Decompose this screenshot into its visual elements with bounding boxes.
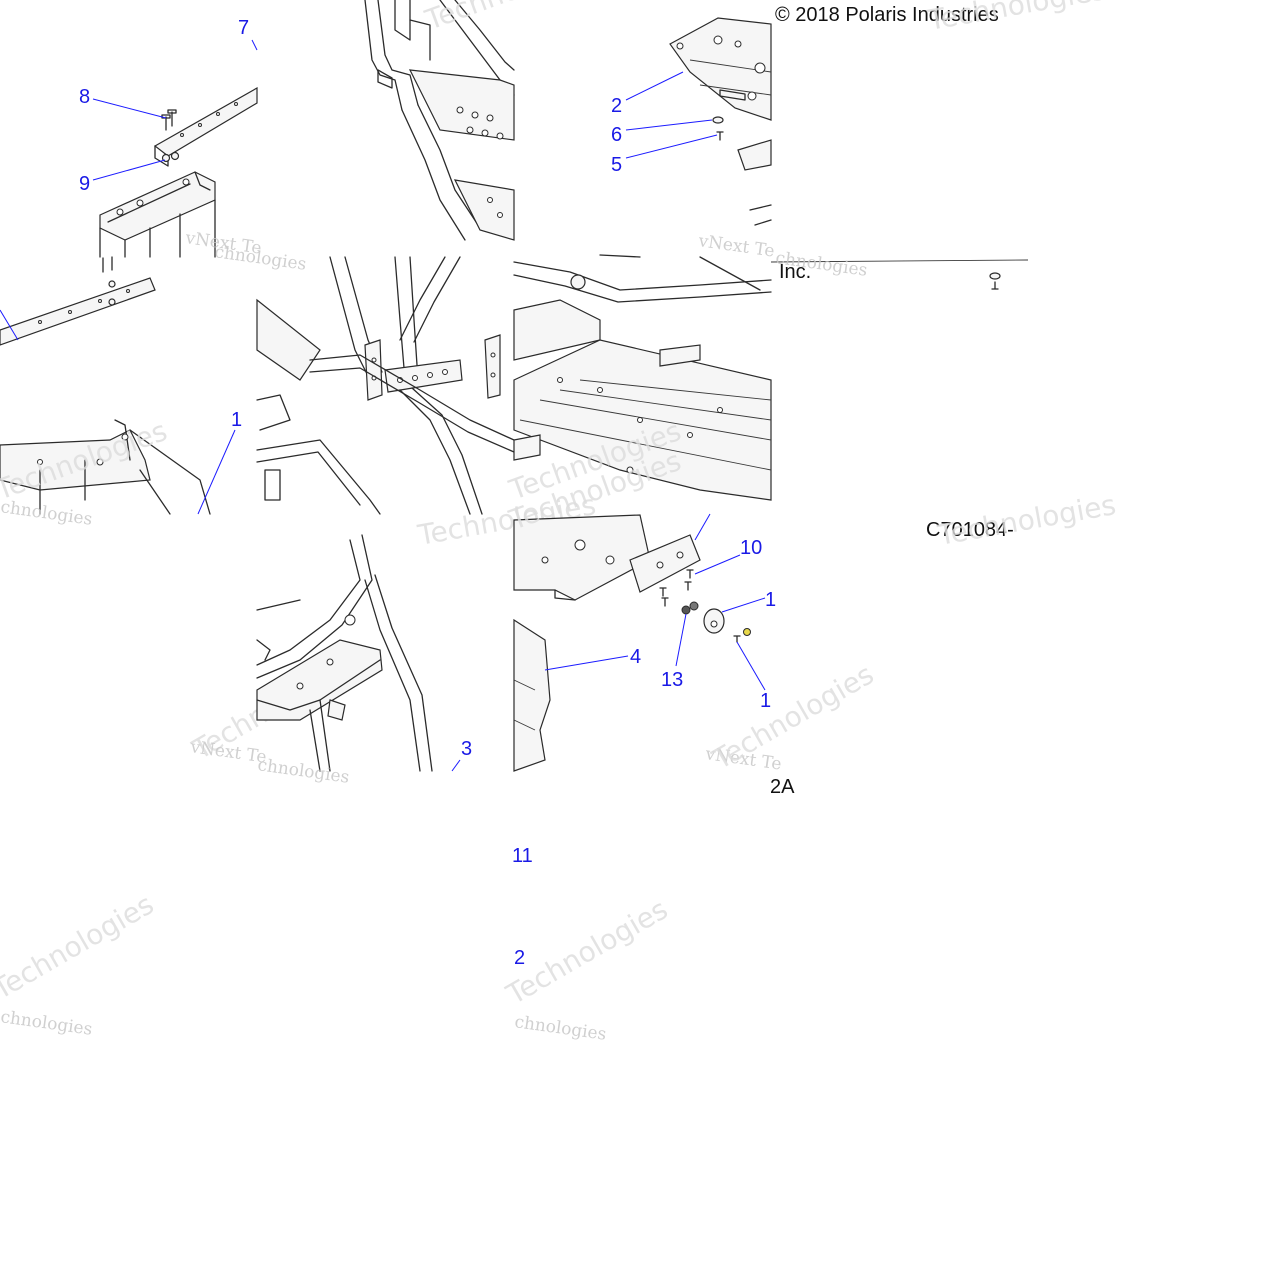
- callout-5: 5: [611, 154, 622, 176]
- watermark-text: chnologies: [0, 1007, 94, 1040]
- copyright-area-tile: Technologies: [925, 0, 1109, 37]
- bottom-strip-left: Technologies chnologies: [0, 888, 159, 1040]
- copyright-fragment: Inc.: [779, 261, 811, 283]
- callout-2-fragment: 2: [514, 947, 525, 969]
- watermark-text: Technologies: [935, 488, 1119, 552]
- callout-11-fragment: 11: [512, 845, 533, 867]
- callout-12: 1: [760, 690, 771, 712]
- watermark-text: Technologies: [706, 658, 879, 777]
- callout-7: 7: [238, 17, 249, 39]
- callout-11: 1: [765, 589, 776, 611]
- watermark-text: chnologies: [513, 1012, 607, 1045]
- frame-side-rail-tile: 1 Technologies chnologies: [0, 256, 242, 530]
- callout-13: 13: [661, 669, 683, 691]
- callout-2: 2: [611, 95, 622, 117]
- watermark-text: Technologies: [0, 888, 159, 1007]
- callout-4: 4: [630, 646, 641, 668]
- skid-plate-tile: 2 6 5 vNext Te © 2018 Polaris Industries: [611, 4, 999, 262]
- copyright: © 2018 Polaris Industries: [775, 4, 999, 26]
- watermark-text: Technologies: [420, 0, 601, 37]
- watermark-text: Technologies: [500, 893, 673, 1012]
- main-frame-center-tile: [256, 256, 515, 515]
- bottom-strip-center: 11 2 Technologies chnologies: [500, 845, 673, 1045]
- drawing-suffix: 2A: [770, 776, 795, 798]
- drawing-suffix-tile: 2A: [770, 776, 795, 798]
- callout-6: 6: [611, 124, 622, 146]
- drawing-number-tile: C701084- Technologies: [926, 488, 1118, 552]
- hardware-bracket-tile: 10 13 1 1 4 vNext Te Technologies Techno…: [504, 444, 879, 777]
- watermark-text: chnologies: [0, 497, 94, 530]
- watermark-text: vNext Te: [696, 231, 775, 262]
- callout-9: 9: [79, 173, 90, 195]
- drawing-number: C701084-: [926, 519, 1014, 541]
- callout-8: 8: [79, 86, 90, 108]
- watermark-text: chnologies: [256, 755, 350, 788]
- callout-10: 10: [740, 537, 762, 559]
- blank-area-tile: Inc. chnologies: [770, 248, 1029, 290]
- watermark-text: vNext Te: [188, 737, 267, 768]
- watermark-text: Technologies: [925, 0, 1109, 37]
- callout-3: 3: [461, 738, 472, 760]
- callout-1: 1: [231, 409, 242, 431]
- frame-rear-corner-tile: 7 8 9 vNext Te chnologies: [79, 17, 308, 275]
- cab-frame-upper-tile: Technologies: [364, 0, 601, 241]
